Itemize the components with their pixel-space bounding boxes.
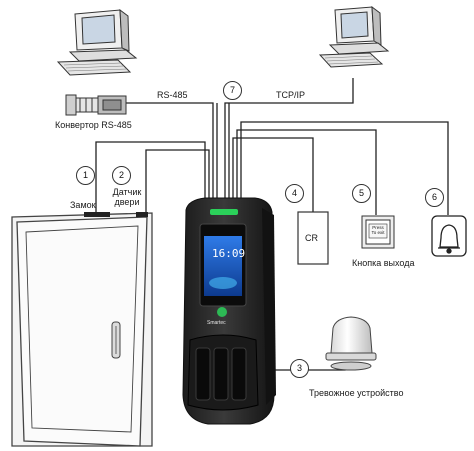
door-icon	[11, 212, 153, 447]
computer-left-icon	[56, 8, 138, 76]
exit-button-plate-text: Press To exit	[371, 225, 385, 235]
device-brand-text: Smartec	[207, 320, 226, 326]
converter-label: Конвертор RS-485	[55, 120, 132, 130]
lock-block	[84, 212, 110, 217]
lock-label: Замок	[70, 200, 96, 210]
marker-3: 3	[290, 359, 309, 378]
door-sensor-label-line2: двери	[114, 196, 140, 207]
marker-4: 4	[285, 184, 304, 203]
wire-tcpip	[224, 78, 354, 200]
wires	[95, 78, 449, 371]
siren-icon	[325, 316, 377, 371]
door-sensor-block	[136, 212, 148, 217]
wire-rs485	[126, 102, 214, 200]
card-reader-icon	[297, 211, 329, 265]
rs485-line-label: RS-485	[157, 90, 188, 100]
computer-right-icon	[318, 5, 390, 68]
terminal-device-icon	[182, 197, 276, 425]
marker-1: 1	[76, 166, 95, 185]
wire-card-reader	[232, 137, 314, 212]
device-screen-time: 16:09	[212, 247, 246, 260]
marker-5: 5	[352, 184, 371, 203]
door-sensor-label-line1: Датчик	[112, 187, 142, 197]
rs485-converter-icon	[65, 94, 127, 116]
marker-6: 6	[425, 188, 444, 207]
door-sensor-label: Датчик двери	[107, 187, 147, 208]
alarm-label: Тревожное устройство	[309, 388, 404, 398]
marker-2: 2	[112, 166, 131, 185]
tcpip-line-label: TCP/IP	[276, 90, 306, 100]
card-reader-label: CR	[305, 233, 318, 243]
wire-lock	[95, 141, 206, 215]
marker-7: 7	[223, 81, 242, 100]
wire-door-sensor	[145, 149, 210, 215]
exit-button-icon	[361, 215, 395, 249]
alarm-bell-icon	[431, 215, 467, 257]
wire-exit-button	[236, 129, 377, 215]
wire-bell	[240, 121, 449, 215]
exit-button-label: Кнопка выхода	[352, 258, 415, 268]
